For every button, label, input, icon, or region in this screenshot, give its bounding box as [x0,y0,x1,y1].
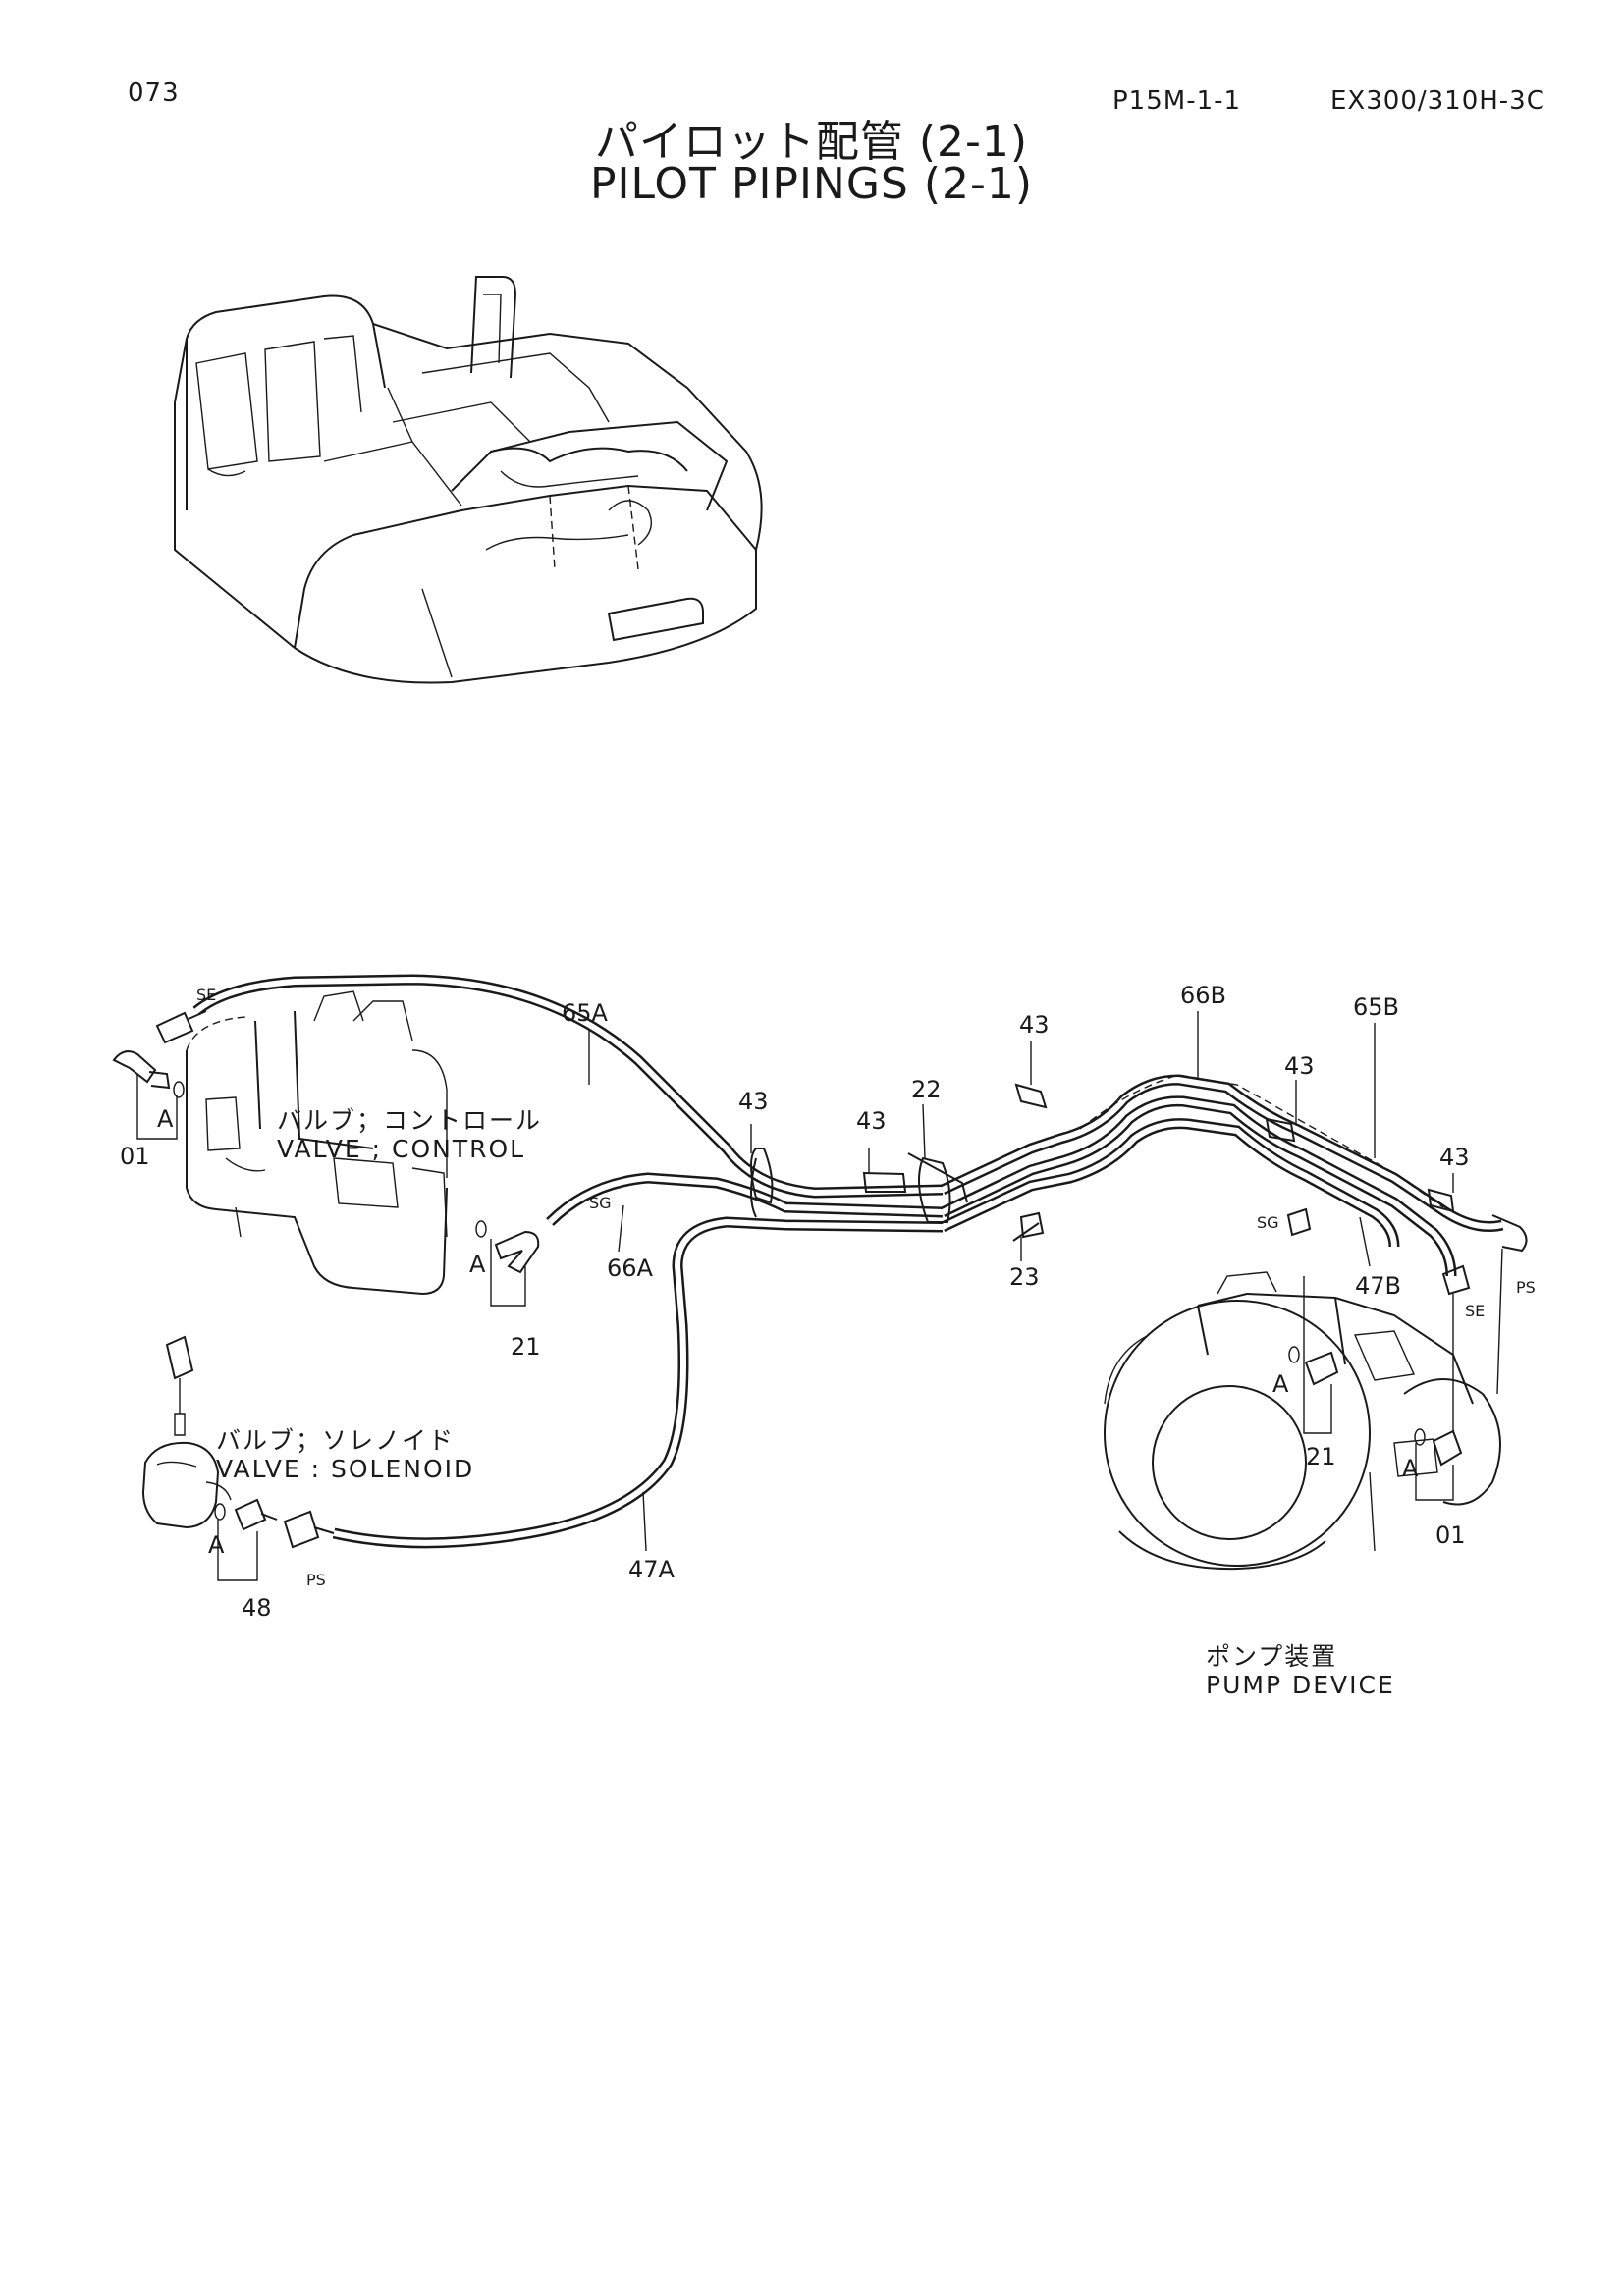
control-valve [112,990,540,1296]
callout-47b: 47B [1355,1272,1402,1300]
callout-23: 23 [1009,1263,1040,1291]
port-a-4: A [1272,1370,1289,1398]
callout-21-left: 21 [511,1333,541,1361]
page-number: 073 [128,79,180,108]
solenoid-valve-label-jp: バルブ；ソレノイド [216,1426,456,1455]
solenoid-valve-label-en: VALVE : SOLENOID [216,1455,475,1483]
port-ps-left: PS [306,1571,326,1589]
callout-01-left: 01 [120,1143,150,1170]
callout-65a: 65A [562,999,608,1027]
port-a-1: A [157,1105,174,1133]
port-sg-left: SG [589,1194,612,1212]
solenoid-valve [141,1335,335,1549]
clamps [750,1083,1455,1242]
callout-21-right: 21 [1306,1443,1336,1470]
callout-47a: 47A [628,1556,675,1583]
callout-66a: 66A [607,1255,653,1282]
pump-device [1104,1271,1501,1571]
port-a-3: A [208,1531,225,1559]
callout-43-e: 43 [856,1107,887,1135]
callout-22: 22 [911,1076,942,1103]
hoses [192,974,1528,1549]
port-a-5: A [1402,1455,1419,1482]
port-sg-right: SG [1257,1213,1279,1232]
pump-device-label-en: PUMP DEVICE [1206,1671,1395,1699]
callout-01-right: 01 [1435,1522,1466,1549]
callout-43-c: 43 [1439,1144,1470,1171]
callout-43-a: 43 [1019,1011,1050,1039]
port-se-left: SE [196,986,217,1004]
title-english: PILOT PIPINGS (2-1) [589,159,1034,209]
control-valve-label-jp: バルブ；コントロール [277,1106,543,1135]
title-japanese: パイロット配管 (2-1) [594,117,1029,167]
callout-66b: 66B [1180,982,1227,1009]
port-a-2: A [469,1251,486,1278]
port-ps-right: PS [1516,1278,1536,1297]
leader-lines [136,1011,1503,1581]
callout-43-d: 43 [738,1088,769,1115]
group-code: P15M-1-1 [1112,86,1242,116]
model-number: EX300/310H-3C [1330,86,1545,116]
callout-48: 48 [242,1594,272,1622]
callout-65b: 65B [1353,993,1400,1021]
pump-device-label-jp: ポンプ装置 [1206,1642,1338,1671]
excavator-overview [174,276,763,684]
port-se-right: SE [1465,1302,1486,1320]
control-valve-label-en: VALVE ; CONTROL [277,1135,526,1163]
callout-43-b: 43 [1284,1052,1315,1080]
